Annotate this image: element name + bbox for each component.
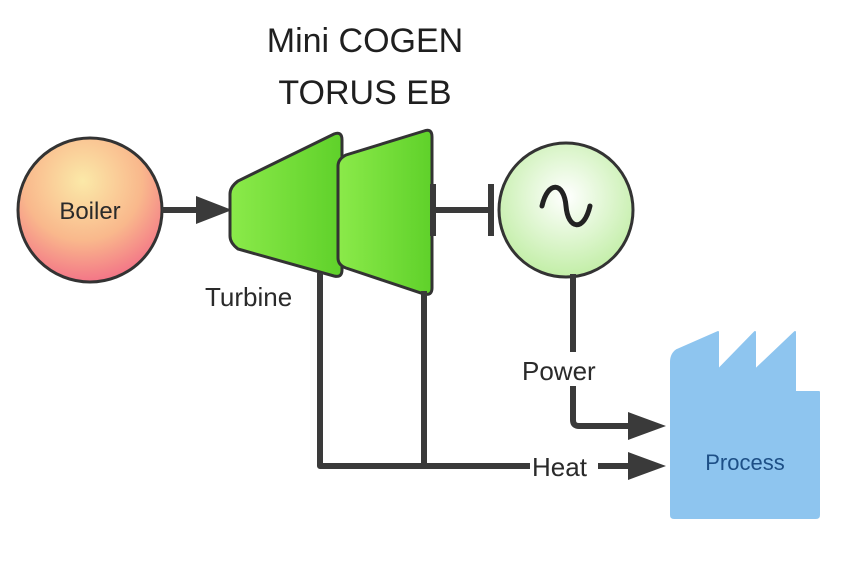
shaft	[430, 184, 494, 236]
boiler-node: Boiler	[16, 136, 164, 284]
process-label: Process	[705, 450, 784, 475]
power-edge: Power	[520, 274, 666, 440]
factory-icon	[670, 331, 820, 519]
alternating-current-icon	[539, 184, 593, 228]
boiler-label: Boiler	[59, 198, 120, 225]
turbine-node: Turbine	[205, 128, 434, 312]
turbine-stage-2	[336, 128, 434, 296]
turbine-label: Turbine	[205, 282, 292, 312]
power-label: Power	[522, 356, 596, 386]
heat-label: Heat	[532, 452, 588, 482]
steam-arrow	[162, 196, 232, 224]
diagram-title-line-1: Mini COGEN	[267, 22, 463, 60]
generator-node	[497, 141, 635, 279]
diagram-title-line-2: TORUS EB	[278, 74, 451, 112]
turbine-stage-1	[228, 131, 344, 278]
process-node: Process	[670, 331, 820, 519]
heat-edge: Heat	[317, 273, 666, 482]
